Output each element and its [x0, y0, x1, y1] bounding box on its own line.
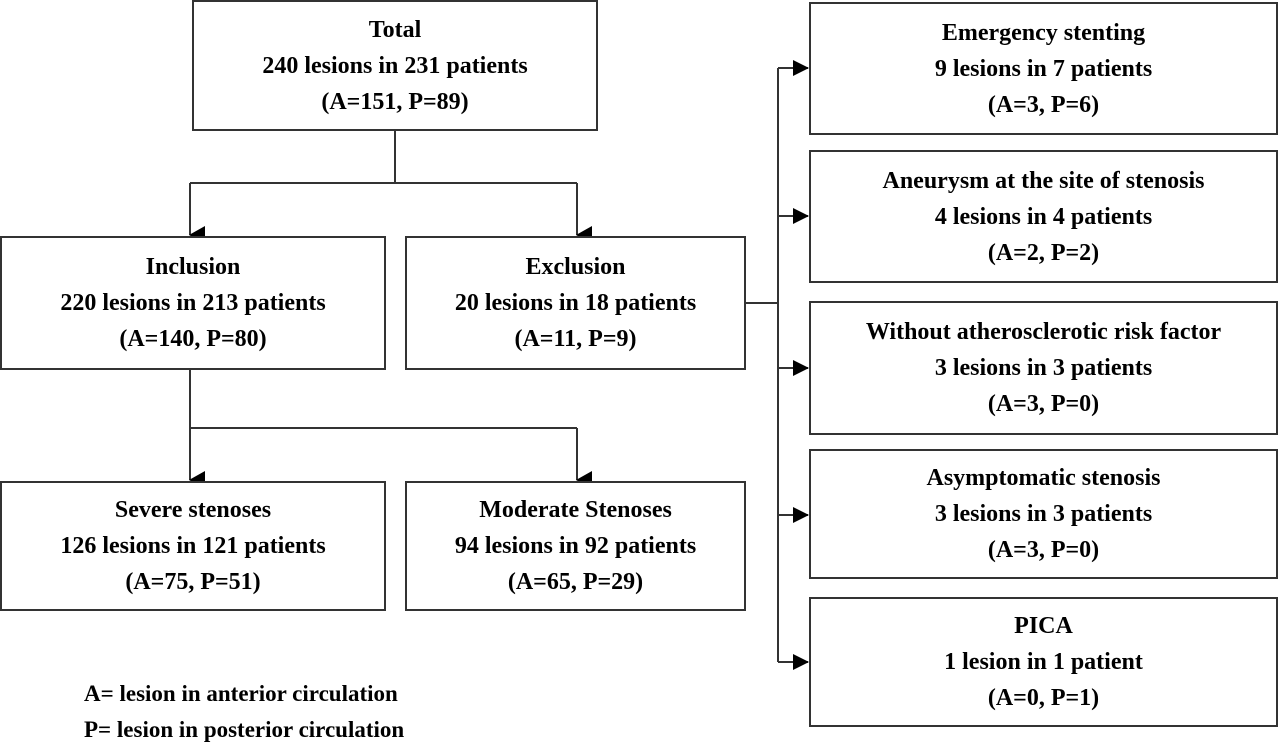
- exclusion-count: 20 lesions in 18 patients: [454, 290, 697, 316]
- total-title: Total: [368, 16, 422, 43]
- emergency-breakdown: (A=3, P=6): [987, 91, 1100, 118]
- without-risk-factor-box: Without atherosclerotic risk factor 3 le…: [809, 301, 1278, 435]
- severe-count: 126 lesions in 121 patients: [60, 533, 326, 559]
- without-risk-count: 3 lesions in 3 patients: [934, 355, 1153, 381]
- asymptomatic-stenosis-box: Asymptomatic stenosis 3 lesions in 3 pat…: [809, 449, 1278, 579]
- moderate-count: 94 lesions in 92 patients: [454, 533, 697, 559]
- without-risk-title: Without atherosclerotic risk factor: [865, 319, 1222, 345]
- severe-stenoses-box: Severe stenoses 126 lesions in 121 patie…: [0, 481, 386, 611]
- exclusion-breakdown: (A=11, P=9): [514, 326, 637, 352]
- exclusion-title: Exclusion: [525, 254, 626, 280]
- exclusion-box: Exclusion 20 lesions in 18 patients (A=1…: [405, 236, 746, 370]
- asymptomatic-title: Asymptomatic stenosis: [926, 465, 1161, 491]
- moderate-title: Moderate Stenoses: [479, 497, 672, 523]
- emergency-count: 9 lesions in 7 patients: [934, 55, 1153, 82]
- asymptomatic-breakdown: (A=3, P=0): [987, 537, 1100, 563]
- inclusion-breakdown: (A=140, P=80): [119, 326, 267, 352]
- severe-title: Severe stenoses: [114, 497, 272, 523]
- legend: A= lesion in anterior circulation P= les…: [84, 676, 404, 748]
- emergency-title: Emergency stenting: [941, 19, 1146, 46]
- inclusion-count: 220 lesions in 213 patients: [60, 290, 326, 316]
- severe-breakdown: (A=75, P=51): [125, 569, 261, 595]
- aneurysm-title: Aneurysm at the site of stenosis: [882, 167, 1205, 194]
- pica-count: 1 lesion in 1 patient: [944, 649, 1143, 675]
- pica-breakdown: (A=0, P=1): [987, 685, 1100, 711]
- inclusion-box: Inclusion 220 lesions in 213 patients (A…: [0, 236, 386, 370]
- pica-box: PICA 1 lesion in 1 patient (A=0, P=1): [809, 597, 1278, 727]
- moderate-breakdown: (A=65, P=29): [507, 569, 644, 595]
- moderate-stenoses-box: Moderate Stenoses 94 lesions in 92 patie…: [405, 481, 746, 611]
- inclusion-title: Inclusion: [145, 254, 241, 280]
- aneurysm-count: 4 lesions in 4 patients: [934, 203, 1153, 230]
- pica-title: PICA: [1014, 613, 1073, 639]
- emergency-stenting-box: Emergency stenting 9 lesions in 7 patien…: [809, 2, 1278, 135]
- asymptomatic-count: 3 lesions in 3 patients: [934, 501, 1153, 527]
- total-count: 240 lesions in 231 patients: [262, 52, 528, 79]
- aneurysm-box: Aneurysm at the site of stenosis 4 lesio…: [809, 150, 1278, 283]
- legend-posterior: P= lesion in posterior circulation: [84, 717, 405, 742]
- total-breakdown: (A=151, P=89): [321, 88, 469, 115]
- aneurysm-breakdown: (A=2, P=2): [987, 239, 1100, 266]
- without-risk-breakdown: (A=3, P=0): [987, 391, 1100, 417]
- total-box: Total 240 lesions in 231 patients (A=151…: [192, 0, 598, 131]
- legend-anterior: A= lesion in anterior circulation: [84, 681, 398, 706]
